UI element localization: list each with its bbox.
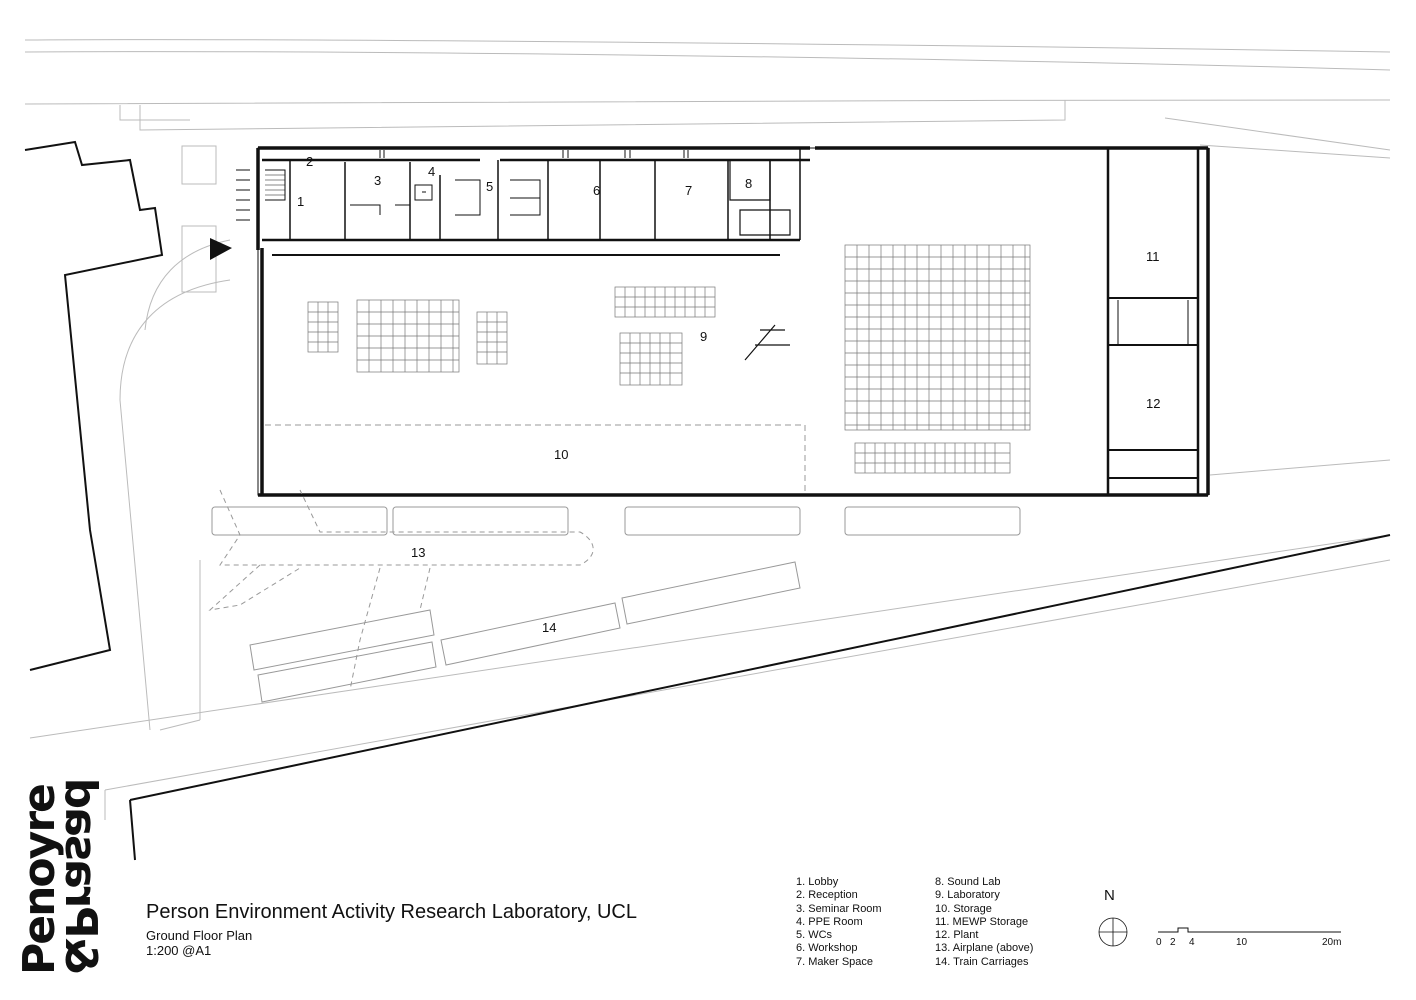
entrance-arrow-icon bbox=[210, 238, 232, 260]
legend-item: 10. Storage bbox=[935, 902, 992, 915]
legend-item: 8. Sound Lab bbox=[935, 876, 1001, 888]
lab-floor-grids bbox=[307, 244, 1031, 474]
legend-item: 9. Laboratory bbox=[935, 889, 1000, 902]
legend-item: 11. MEWP Storage bbox=[935, 915, 1029, 928]
neighbour-outline bbox=[24, 140, 1391, 861]
practice-logo: Penoyre &Prasad bbox=[14, 720, 110, 975]
legend-item: 2. Reception bbox=[796, 889, 858, 902]
legend-item: 7. Maker Space bbox=[796, 955, 874, 968]
logo-line-1: Penoyre bbox=[14, 785, 65, 975]
legend-column-2: 8. Sound Lab 9. Laboratory 10. Storage 1… bbox=[935, 876, 1033, 969]
legend-item: 6. Workshop bbox=[796, 942, 858, 955]
room-6-label: 6 bbox=[593, 183, 600, 198]
scale-bar: 0 2 4 10 20m bbox=[1156, 927, 1341, 948]
site-context bbox=[24, 39, 1391, 820]
legend-item: 12. Plant bbox=[935, 929, 979, 942]
legend-item: 3. Seminar Room bbox=[796, 902, 882, 915]
scale-10-label: 10 bbox=[1236, 937, 1248, 948]
legend-item: 13. Airplane (above) bbox=[935, 942, 1034, 955]
room-11-label: 11 bbox=[1146, 249, 1160, 264]
scale-4-label: 4 bbox=[1189, 937, 1195, 948]
drawing-subtitle: Ground Floor Plan bbox=[146, 928, 253, 943]
room-7-label: 7 bbox=[685, 183, 692, 198]
room-labels: 1 2 3 4 5 6 7 8 9 10 11 12 13 14 bbox=[297, 154, 1160, 635]
room-14-label: 14 bbox=[542, 620, 556, 635]
room-12-label: 12 bbox=[1146, 396, 1160, 411]
room-1-label: 1 bbox=[297, 194, 304, 209]
north-symbol-icon bbox=[1098, 917, 1128, 947]
drawing-scale: 1:200 @A1 bbox=[146, 943, 212, 958]
room-13-label: 13 bbox=[411, 545, 425, 560]
scale-20m-label: 20m bbox=[1322, 937, 1341, 948]
room-5-label: 5 bbox=[486, 179, 493, 194]
scale-2-label: 2 bbox=[1170, 937, 1176, 948]
outdoor-elements bbox=[208, 489, 1021, 703]
legend-item: 5. WCs bbox=[796, 929, 833, 942]
logo-line-2: &Prasad bbox=[55, 779, 106, 975]
room-10-label: 10 bbox=[554, 447, 568, 462]
room-2-label: 2 bbox=[306, 154, 313, 169]
room-8-label: 8 bbox=[745, 176, 752, 191]
room-4-label: 4 bbox=[428, 164, 435, 179]
building-walls bbox=[236, 146, 1210, 497]
legend-item: 1. Lobby bbox=[796, 876, 839, 888]
legend-item: 14. Train Carriages bbox=[935, 955, 1029, 968]
drawing-subtitle-block: Ground Floor Plan 1:200 @A1 bbox=[146, 928, 252, 958]
room-9-label: 9 bbox=[700, 329, 707, 344]
scale-0-label: 0 bbox=[1156, 937, 1162, 948]
drawing-title: Person Environment Activity Research Lab… bbox=[146, 901, 637, 923]
room-3-label: 3 bbox=[374, 173, 381, 188]
north-label: N bbox=[1104, 887, 1115, 904]
legend-column-1: 1. Lobby 2. Reception 3. Seminar Room 4.… bbox=[796, 876, 882, 969]
legend-item: 4. PPE Room bbox=[796, 915, 863, 928]
